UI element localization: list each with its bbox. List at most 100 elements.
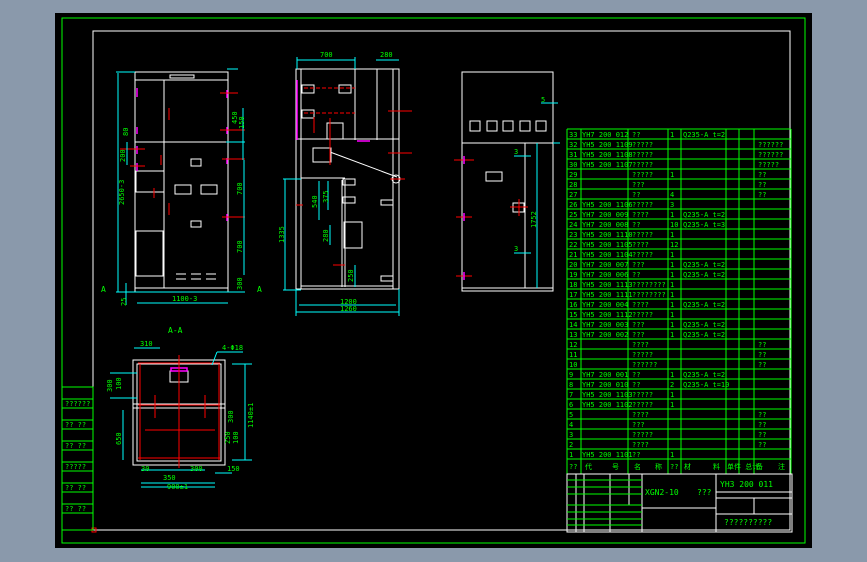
strip-label: ?????? [65,400,90,408]
dim-700-upper: 700 [236,182,244,195]
cell-name: ?? [632,221,640,229]
table-header-cell: 称 [655,462,662,471]
dim-1140: 1140±1 [247,403,255,428]
table-header-cell: 号 [612,463,619,471]
cell-code: YH5 200 1104 [582,251,633,259]
cell-code: YH5 200 1106 [582,201,633,209]
cell-qty: 1 [670,281,674,289]
cell-no: 23 [569,231,577,239]
cell-no: 30 [569,161,577,169]
cell-no: 25 [569,211,577,219]
dim-300-bottom: 300 [190,465,203,473]
cell-note: ?????? [758,151,783,159]
dim-holes: 4-Φ18 [222,344,243,352]
cell-name: ??? [632,321,645,329]
table-row: 21 YH5 200 1104????? 1 [569,251,674,259]
cell-no: 31 [569,151,577,159]
cell-name: ????? [632,351,653,359]
cell-name: ??? [632,261,645,269]
dim-280-lower: 280 [322,229,330,242]
cell-note: ?? [758,361,766,369]
cell-qty: 1 [670,301,674,309]
table-header-cell: ?? [670,463,678,471]
dim-375: 375 [322,190,330,203]
cell-qty: 1 [670,231,674,239]
table-row: 11??????? [569,351,766,359]
cell-code: YH7 200 001 [582,371,628,379]
section-view: A-A 310 4-Φ18 300 100 1140±1 300 250 100… [106,326,255,491]
cell-code: YH7 200 009 [582,211,628,219]
dim-30: 30 [141,465,149,473]
cell-qty: 1 [670,251,674,259]
dim-450: 450 [231,111,239,124]
dim-200: 200 [119,149,127,162]
side-view: 700 280 1335 540 375 280 250 1200 1260 [278,51,412,316]
cell-qty: 1 [670,271,674,279]
cell-qty: 2 [670,381,674,389]
cell-name: ??? [632,331,645,339]
cell-qty: 1 [670,311,674,319]
outer-border [61,17,806,544]
cell-code: YH5 200 1108 [582,151,633,159]
table-row: 12?????? [569,341,766,349]
cell-code: YH5 200 1112 [582,311,633,319]
cell-code: YH7 200 006 [582,271,628,279]
cell-name: ?????? [632,361,657,369]
cell-no: 20 [569,261,577,269]
strip-label: ????? [65,463,86,471]
cell-qty: 1 [670,371,674,379]
dim-5: 5 [541,96,545,104]
cell-note: ?????? [758,141,783,149]
title-block: XGN2-10 ??? YH3 200 011 ?????????? [566,473,793,533]
cell-name: ????? [632,231,653,239]
cell-material: Q235-A t=2 [683,331,725,339]
model-space [55,13,812,548]
cell-no: 27 [569,191,577,199]
cell-note: ?? [758,191,766,199]
cell-code: YH7 200 012 [582,131,628,139]
dim-1260: 1260 [340,305,357,313]
table-row: 28????? [569,181,766,189]
section-mark-left: A [101,285,106,294]
cell-no: 3 [569,431,573,439]
table-row: 2?????? [569,441,766,449]
cell-code: YH7 200 002 [582,331,628,339]
cell-note: ?? [758,181,766,189]
cell-material: Q235-A t=2 [683,131,725,139]
cell-no: 21 [569,251,577,259]
cell-qty: 12 [670,241,678,249]
cell-material: Q235-A t=2 [683,211,725,219]
dim-650: 650 [115,432,123,445]
cell-no: 15 [569,311,577,319]
table-row: 5?????? [569,411,766,419]
cell-note: ?? [758,441,766,449]
cell-name: ????? [632,251,653,259]
cell-no: 17 [569,291,577,299]
cell-qty: 1 [670,131,674,139]
strip-label: ?? ?? [65,484,86,492]
table-header-cell: ?? [569,463,577,471]
table-row: 29?????1?? [569,171,766,179]
cell-qty: 1 [670,261,674,269]
dim-900: 900±1 [167,483,188,491]
cell-code: YH5 200 1111 [582,291,633,299]
table-row: 10???????? [569,361,766,369]
table-header-cell: 材 [684,462,691,471]
cell-no: 2 [569,441,573,449]
drawing-number: YH3 200 011 [720,480,773,489]
cell-no: 26 [569,201,577,209]
dim-1752: 1752 [530,211,538,228]
